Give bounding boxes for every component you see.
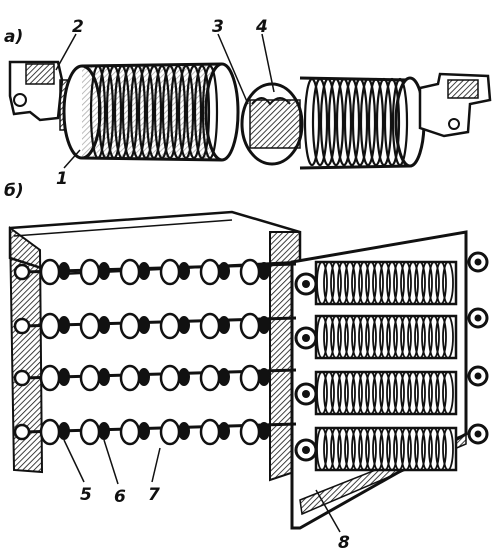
panel-a-letter: а) (4, 27, 23, 47)
back-elements (13, 258, 297, 446)
part-label-4: 4 (255, 17, 268, 37)
panel-b: б) 5 6 7 8 (4, 181, 489, 551)
front-coils (294, 251, 489, 472)
left-coil (62, 62, 240, 162)
right-bracket (418, 72, 492, 138)
right-coil (240, 76, 426, 170)
part-label-1: 1 (56, 169, 68, 189)
panel-a: а) (4, 17, 492, 189)
part-label-6: 6 (114, 487, 126, 507)
panel-a-leaders (55, 33, 275, 169)
part-label-8: 8 (338, 533, 350, 551)
panel-b-leaders (63, 439, 341, 533)
part-label-2: 2 (72, 17, 84, 37)
part-label-5: 5 (80, 485, 92, 505)
part-label-3: 3 (212, 17, 224, 37)
panel-b-letter: б) (4, 181, 24, 201)
resistor-box-frame (8, 210, 468, 530)
part-label-7: 7 (148, 485, 160, 505)
